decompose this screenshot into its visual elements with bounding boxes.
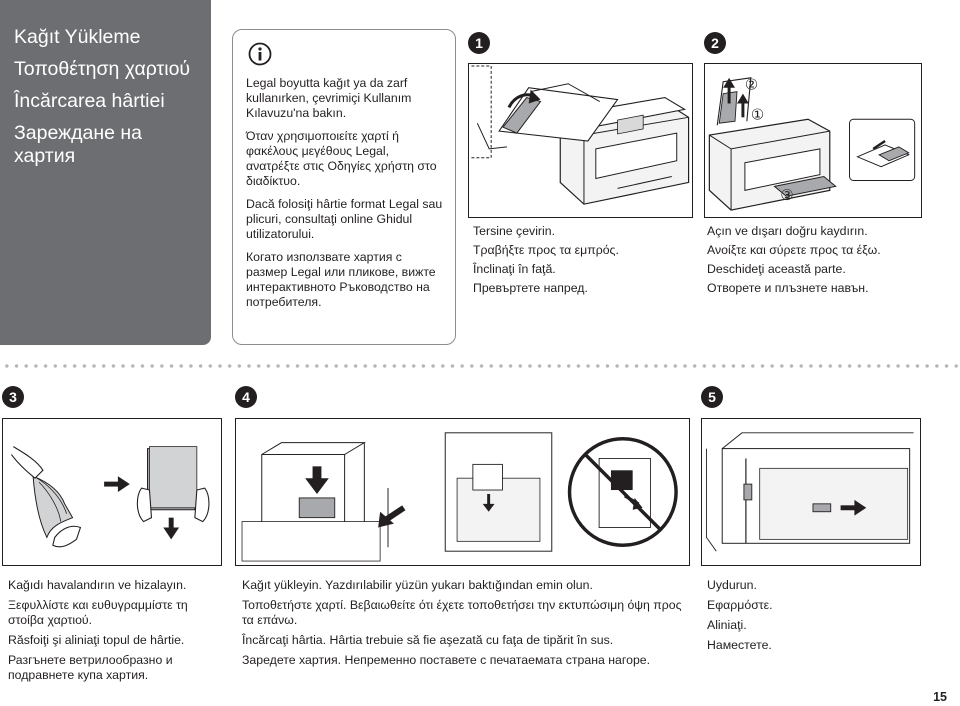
step-5-caption-tr: Uydurun.	[707, 578, 917, 593]
step-1-caption-bg: Превъртете напред.	[473, 281, 693, 296]
step-1-caption-ro: Înclinaţi în faţă.	[473, 262, 693, 277]
info-icon	[248, 42, 272, 66]
step-1-caption-tr: Tersine çevirin.	[473, 224, 693, 239]
step-3-figure	[2, 418, 222, 566]
step-5-caption-bg: Наместете.	[707, 638, 917, 653]
step-2-caption-el: Ανοίξτε και σύρετε προς τα έξω.	[707, 243, 932, 258]
step-3-badge: 3	[2, 386, 24, 408]
step-3-caption-el: Ξεφυλλίστε και ευθυγραμμίστε τη στοίβα χ…	[8, 598, 218, 628]
note-el: Όταν χρησιμοποιείτε χαρτί ή φακέλους μεγ…	[246, 129, 443, 189]
step-3-caption-bg: Разгънете ветрилообразно и подравнете ку…	[8, 653, 218, 683]
title-panel: Kağıt Yükleme Τοποθέτηση χαρτιού Încărca…	[0, 0, 211, 345]
note-ro: Dacă folosiţi hârtie format Legal sau pl…	[246, 197, 443, 242]
step-4-caption-ro: Încărcaţi hârtia. Hârtia trebuie să fie …	[242, 633, 687, 648]
printer-rear-feeder-illustration	[469, 64, 692, 217]
step-5-figure	[701, 418, 921, 566]
callout-2: ②	[745, 77, 758, 94]
step-2-badge: 2	[704, 32, 726, 54]
step-2-figure: ② ① ③ ④	[704, 63, 922, 218]
title-tr: Kağıt Yükleme	[14, 26, 197, 49]
step-5-caption-el: Εφαρμόστε.	[707, 598, 917, 613]
title-ro: Încărcarea hârtiei	[14, 90, 197, 113]
step-4-badge: 4	[235, 386, 257, 408]
step-5-number: 5	[708, 389, 716, 405]
step-1-caption-el: Τραβήξτε προς τα εμπρός.	[473, 243, 693, 258]
step-2-captions: Açın ve dışarı doğru kaydırın. Ανοίξτε κ…	[707, 224, 932, 300]
callout-3: ③	[780, 187, 793, 204]
title-bg: Зареждане на хартия	[14, 122, 197, 168]
step-4-caption-tr: Kağıt yükleyin. Yazdırılabilir yüzün yuk…	[242, 578, 687, 593]
printer-output-tray-illustration: ② ① ③ ④	[705, 64, 921, 217]
step-5-caption-ro: Aliniaţi.	[707, 618, 917, 633]
edge-guide-illustration	[702, 419, 920, 565]
legal-size-note: Legal boyutta kağıt ya da zarf kullanırk…	[232, 29, 456, 345]
step-2-caption-bg: Отворете и плъзнете навън.	[707, 281, 932, 296]
step-1-badge: 1	[468, 32, 490, 54]
step-4-caption-bg: Заредете хартия. Непременно поставете с …	[242, 653, 687, 668]
step-5-captions: Uydurun. Εφαρμόστε. Aliniaţi. Наместете.	[707, 578, 917, 658]
step-3-caption-tr: Kağıdı havalandırın ve hizalayın.	[8, 578, 218, 593]
step-2-caption-ro: Deschideţi această parte.	[707, 262, 932, 277]
load-paper-illustration	[236, 419, 689, 565]
step-4-number: 4	[242, 389, 250, 405]
step-2-caption-tr: Açın ve dışarı doğru kaydırın.	[707, 224, 932, 239]
note-tr: Legal boyutta kağıt ya da zarf kullanırk…	[246, 76, 443, 121]
step-5-badge: 5	[701, 386, 723, 408]
step-1-figure	[468, 63, 693, 218]
step-3-caption-ro: Răsfoiţi şi aliniaţi topul de hârtie.	[8, 633, 218, 648]
section-divider	[2, 363, 958, 369]
note-bg: Когато използвате хартия с размер Legal …	[246, 250, 443, 310]
step-1-captions: Tersine çevirin. Τραβήξτε προς τα εμπρός…	[473, 224, 693, 300]
step-4-captions: Kağıt yükleyin. Yazdırılabilir yüzün yuk…	[242, 578, 687, 673]
step-4-caption-el: Τοποθετήστε χαρτί. Βεβαιωθείτε ότι έχετε…	[242, 598, 687, 628]
step-3-captions: Kağıdı havalandırın ve hizalayın. Ξεφυλλ…	[8, 578, 218, 688]
step-3-number: 3	[9, 389, 17, 405]
title-el: Τοποθέτηση χαρτιού	[14, 58, 197, 81]
callout-1: ①	[751, 106, 764, 123]
page-number: 15	[933, 690, 947, 704]
step-1-number: 1	[475, 35, 483, 51]
step-2-number: 2	[711, 35, 719, 51]
step-4-figure	[235, 418, 690, 566]
fan-paper-illustration	[3, 419, 221, 565]
